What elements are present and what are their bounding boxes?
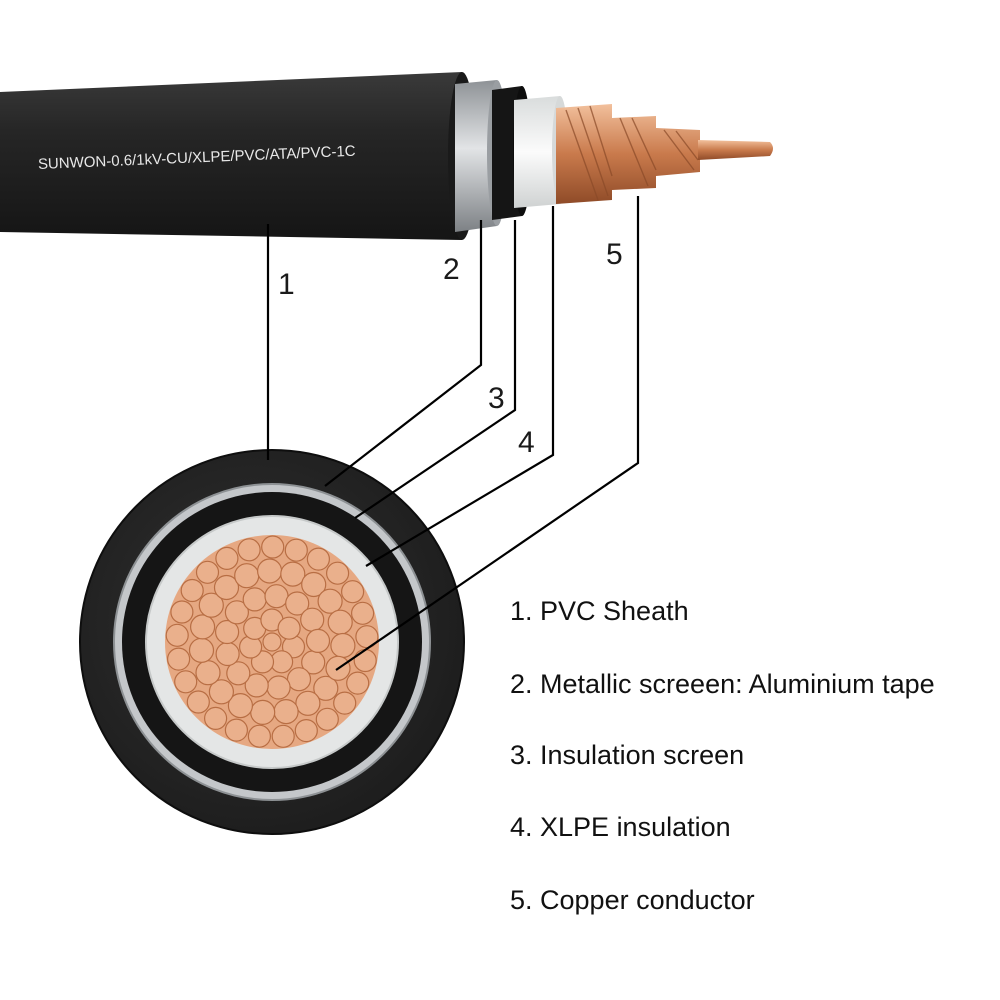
copper-strand: [301, 571, 327, 598]
leader-lines: [266, 196, 640, 671]
copper-strand: [317, 588, 343, 614]
copper-strand: [326, 561, 350, 585]
copper-strand: [341, 580, 365, 604]
copper-strand: [165, 623, 189, 647]
copper-strand: [195, 660, 221, 686]
copper-strand: [353, 648, 377, 673]
copper-strand: [261, 535, 285, 559]
copper-strand: [215, 546, 239, 571]
copper-strand: [280, 561, 306, 587]
copper-strand: [346, 671, 370, 695]
copper-strand: [215, 619, 240, 645]
copper-strand: [224, 600, 249, 625]
callout-number-3: 3: [488, 382, 505, 415]
copper-strand: [244, 673, 269, 698]
copper-strand: [266, 675, 291, 700]
copper-strand: [190, 614, 216, 640]
legend-item-copper-conductor: 5. Copper conductor: [510, 885, 755, 915]
copper-strand: [264, 584, 289, 609]
legend-item-metallic-screen: 2. Metallic screeen: Aluminium tape: [510, 669, 935, 699]
copper-strand: [186, 690, 210, 714]
copper-strand: [215, 641, 240, 667]
copper-strand: [262, 632, 282, 652]
leader-line-3: [354, 220, 517, 519]
copper-strand: [294, 718, 318, 743]
copper-strand: [300, 607, 325, 632]
copper-strand: [277, 616, 301, 640]
copper-strand: [273, 698, 299, 725]
copper-strand: [257, 558, 283, 584]
copper-strand: [313, 675, 339, 701]
copper-strand-pattern: [165, 535, 379, 748]
copper-strand: [315, 707, 339, 731]
copper-strand: [188, 637, 215, 663]
copper-strand: [250, 699, 276, 726]
leader-line-5: [335, 196, 640, 671]
copper-strand: [208, 679, 234, 705]
callout-number-4: 4: [518, 426, 535, 459]
copper-strand: [170, 600, 194, 624]
copper-strand: [247, 724, 271, 748]
copper-strand: [286, 667, 312, 692]
copper-strand: [351, 601, 375, 625]
leader-line-2: [324, 220, 483, 487]
legend-item-pvc-sheath: 1. PVC Sheath: [510, 596, 689, 626]
copper-strand: [234, 563, 260, 589]
copper-strand: [242, 587, 267, 612]
copper-strand: [224, 718, 248, 742]
copper-strand: [227, 692, 253, 719]
copper-conductor-strands: [556, 104, 700, 204]
pvc-sheath-body: [0, 72, 471, 240]
legend-item-xlpe-insulation: 4. XLPE insulation: [510, 812, 731, 842]
copper-strand: [167, 647, 191, 671]
callout-number-5: 5: [606, 238, 623, 271]
copper-strand: [306, 547, 330, 571]
copper-strand: [271, 724, 295, 748]
copper-strand: [213, 574, 240, 601]
copper-strand: [295, 690, 321, 716]
legend-item-insulation-screen: 3. Insulation screen: [510, 740, 745, 770]
cable-cross-section: [79, 449, 465, 835]
copper-core-wire: [698, 140, 773, 160]
copper-strand: [305, 628, 331, 654]
copper-strand: [180, 578, 204, 603]
copper-strand: [285, 591, 310, 616]
callout-number-1: 1: [278, 268, 295, 301]
copper-strand: [204, 706, 228, 731]
copper-strand: [237, 538, 261, 562]
copper-strand: [327, 609, 353, 635]
copper-strand: [226, 661, 251, 686]
copper-strand: [198, 592, 224, 618]
leader-line-4: [365, 206, 555, 567]
copper-strand: [284, 538, 308, 562]
copper-strand: [195, 560, 220, 584]
callout-number-2: 2: [443, 253, 460, 286]
cable-side-view: [0, 72, 773, 240]
copper-strand: [333, 691, 357, 715]
copper-strand: [330, 632, 356, 659]
copper-strand: [174, 670, 198, 694]
